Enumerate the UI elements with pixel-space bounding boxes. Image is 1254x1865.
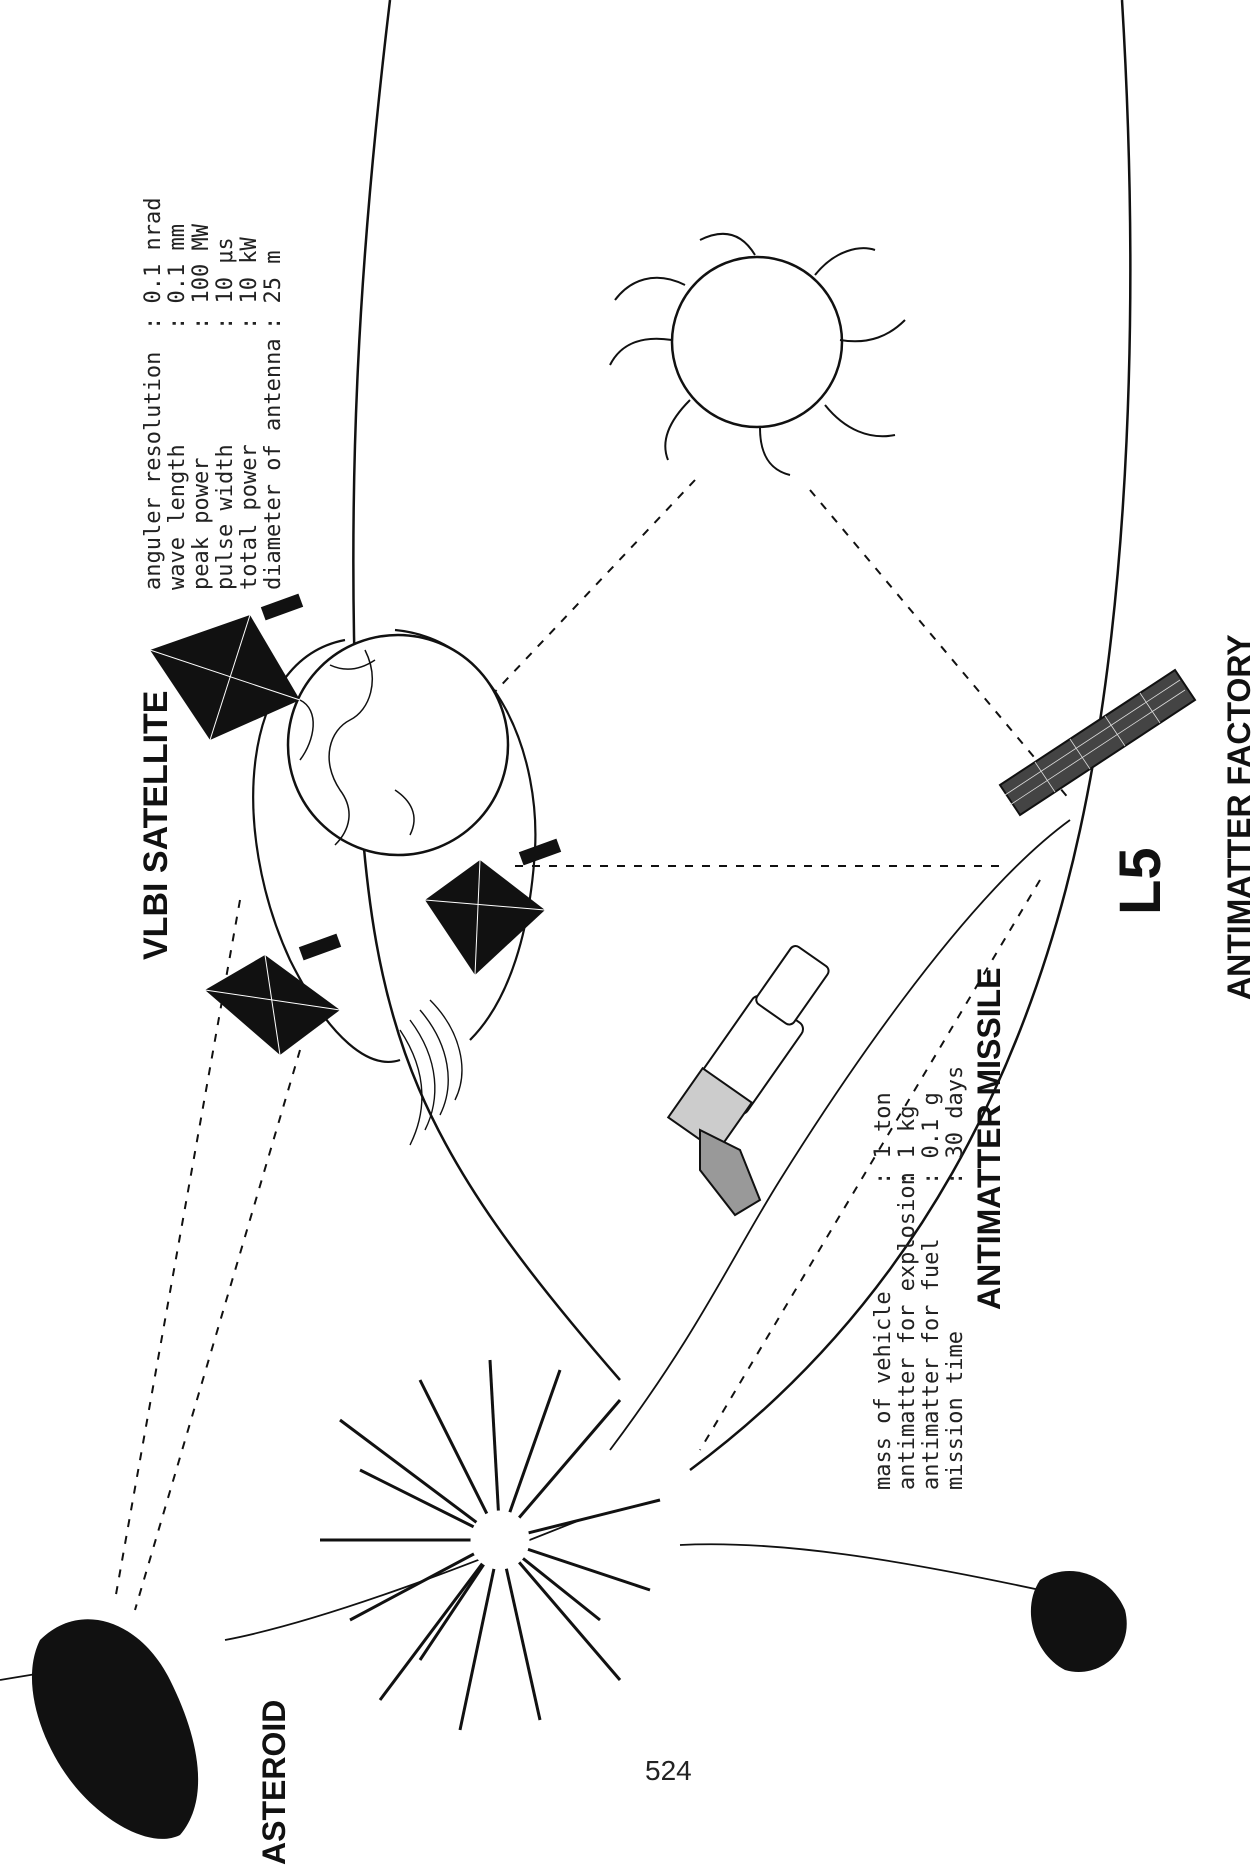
- missile-spec-table: mass of vehicle : 1 ton antimatter for e…: [871, 1066, 968, 1490]
- vlbi-spec-name-5: diameter of antenna: [261, 338, 286, 590]
- asteroid-large: [32, 1619, 198, 1839]
- antimatter-factory-panel: [1000, 670, 1195, 815]
- asteroid-small: [1031, 1571, 1127, 1672]
- vlbi-spec-value-5: : 25 m: [261, 251, 286, 330]
- missile-spec-name-2: antimatter for fuel: [919, 1238, 944, 1490]
- vlbi-spec-name-0: anguler resolution: [141, 352, 166, 590]
- vlbi-spec-name-3: pulse width: [213, 444, 238, 590]
- sightline-satellite-asteroid-2: [135, 1050, 300, 1610]
- label-antimatter-missile: ANTIMATTER MISSILE: [971, 968, 1007, 1311]
- vlbi-spec-table: anguler resolution : 0.1 nrad wave lengt…: [141, 198, 286, 590]
- earth-globe: [288, 635, 508, 855]
- asteroid-trajectory-right: [680, 1544, 1040, 1590]
- page-number: 524: [645, 1755, 692, 1787]
- missile-spec-value-2: : 0.1 g: [919, 1092, 944, 1185]
- radio-wave-arcs: [400, 1000, 462, 1145]
- vlbi-spec-name-2: peak power: [189, 458, 214, 590]
- vlbi-satellite-right: [425, 839, 561, 975]
- missile-spec-name-1: antimatter for explosion: [895, 1172, 920, 1490]
- sightline-sun-factory: [810, 490, 1070, 800]
- vlbi-spec-value-1: : 0.1 mm: [165, 224, 190, 330]
- missile-spec-value-3: : 30 days: [943, 1066, 968, 1185]
- label-l5: L5: [1108, 847, 1173, 915]
- missile-spec-value-1: : 1 kg: [895, 1106, 920, 1185]
- vlbi-satellite-left: [205, 934, 341, 1055]
- vlbi-spec-value-4: : 10 kW: [237, 237, 262, 330]
- label-vlbi-satellite: VLBI SATELLITE: [137, 691, 175, 960]
- missile-spec-name-0: mass of vehicle: [871, 1291, 896, 1490]
- vlbi-spec-value-3: : 10 μs: [213, 237, 238, 330]
- label-asteroid: ASTEROID: [256, 1700, 292, 1865]
- antimatter-missile: [668, 944, 831, 1215]
- vlbi-spec-name-1: wave length: [165, 444, 190, 590]
- missile-spec-value-0: : 1 ton: [871, 1092, 896, 1185]
- label-antimatter-factory: ANTIMATTER FACTORY: [1221, 634, 1254, 1000]
- missile-spec-name-3: mission time: [943, 1331, 968, 1490]
- sun: [610, 234, 905, 475]
- sightline-satellite-asteroid-1: [115, 900, 240, 1600]
- vlbi-spec-value-0: : 0.1 nrad: [141, 198, 166, 330]
- vlbi-spec-value-2: : 100 MW: [189, 223, 214, 330]
- explosion-burst: [320, 1360, 660, 1730]
- vlbi-spec-name-4: total power: [237, 444, 262, 590]
